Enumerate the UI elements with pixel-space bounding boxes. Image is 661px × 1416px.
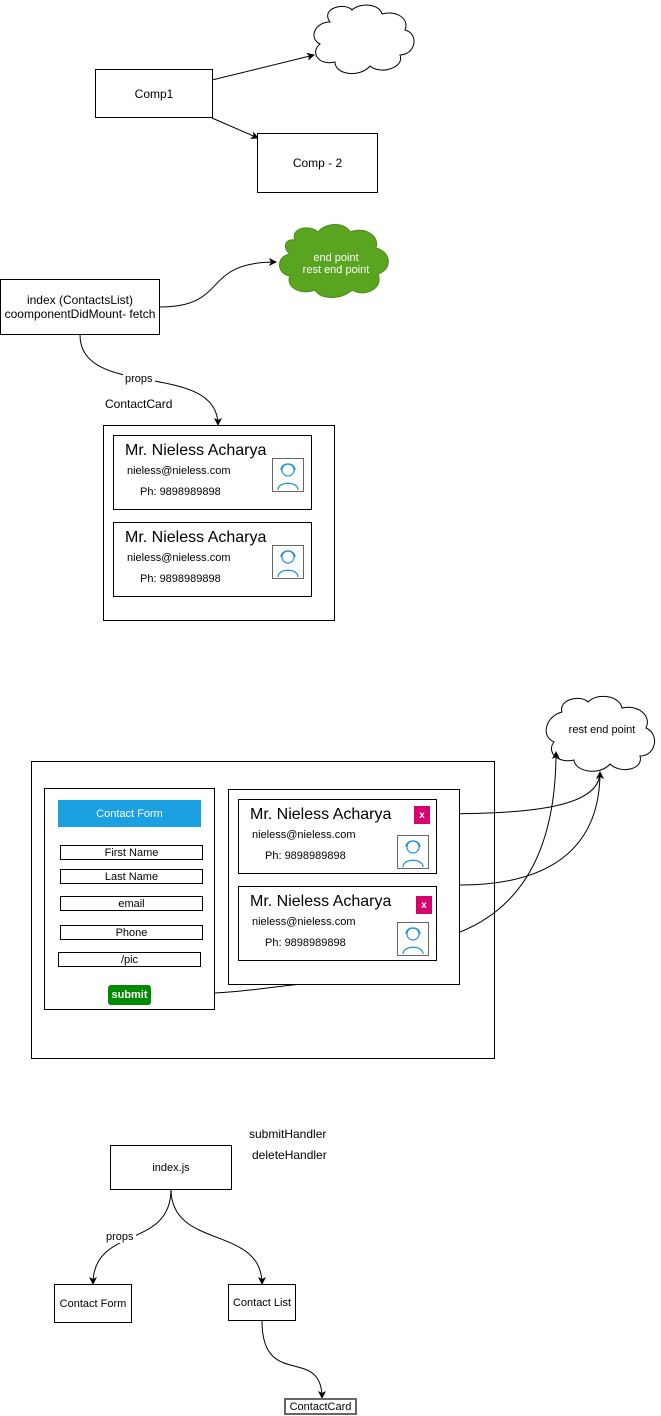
contactcard-box: ContactCard bbox=[284, 1398, 357, 1415]
props-label-2: props bbox=[104, 1231, 136, 1243]
comp1-label: Comp1 bbox=[134, 86, 174, 101]
contact-card: Mr. Nieless Acharya nieless@nieless.com … bbox=[238, 799, 437, 874]
phone-field[interactable]: Phone bbox=[60, 925, 203, 940]
contact-form-panel: Contact Form First Name Last Name email … bbox=[44, 788, 215, 1010]
contact-form-box: Contact Form bbox=[54, 1284, 132, 1323]
contactcard-box-label: ContactCard bbox=[289, 1400, 352, 1413]
contact-list-label: Contact List bbox=[232, 1296, 292, 1309]
submit-handler-label: submitHandler bbox=[249, 1127, 327, 1141]
contact-phone: Ph: 9898989898 bbox=[265, 937, 346, 949]
comp1-box: Comp1 bbox=[95, 69, 213, 118]
endpoint-line1: end point bbox=[313, 252, 359, 264]
avatar-icon bbox=[397, 922, 429, 956]
contact-name: Mr. Nieless Acharya bbox=[125, 529, 267, 546]
avatar-icon bbox=[272, 458, 304, 492]
contact-card: Mr. Nieless Acharya nieless@nieless.com … bbox=[113, 522, 312, 597]
endpoint-line2: rest end point bbox=[302, 264, 370, 276]
pic-field[interactable]: /pic bbox=[58, 952, 201, 967]
index-label-line2: coomponentDidMount- fetch bbox=[4, 307, 156, 321]
delete-handler-label: deleteHandler bbox=[252, 1148, 327, 1162]
comp2-box: Comp - 2 bbox=[257, 133, 378, 193]
first-name-field[interactable]: First Name bbox=[60, 845, 203, 860]
index-js-label: index.js bbox=[152, 1161, 190, 1174]
contactcard-label: ContactCard bbox=[105, 397, 173, 411]
contact-name: Mr. Nieless Acharya bbox=[250, 806, 392, 823]
contact-phone: Ph: 9898989898 bbox=[140, 486, 221, 498]
email-field[interactable]: email bbox=[60, 896, 203, 911]
comp2-label: Comp - 2 bbox=[292, 156, 343, 170]
cloud-shape-top bbox=[313, 4, 415, 74]
contact-form-label: Contact Form bbox=[59, 1297, 127, 1310]
contact-email: nieless@nieless.com bbox=[252, 916, 356, 928]
contact-name: Mr. Nieless Acharya bbox=[250, 893, 392, 910]
props-label: props bbox=[123, 373, 155, 385]
contact-phone: Ph: 9898989898 bbox=[265, 850, 346, 862]
app-frame bbox=[31, 761, 495, 1059]
avatar-icon bbox=[397, 835, 429, 869]
contact-email: nieless@nieless.com bbox=[127, 552, 231, 564]
last-name-field[interactable]: Last Name bbox=[60, 869, 203, 884]
endpoint-cloud-label: end point rest end point bbox=[286, 244, 386, 284]
contact-form-header: Contact Form bbox=[58, 800, 201, 827]
delete-button[interactable]: x bbox=[414, 806, 430, 824]
index-label-line1: index (ContactsList) bbox=[26, 293, 134, 307]
contact-card: Mr. Nieless Acharya nieless@nieless.com … bbox=[238, 886, 437, 961]
contact-email: nieless@nieless.com bbox=[252, 829, 356, 841]
index-js-box: index.js bbox=[110, 1145, 232, 1190]
delete-button[interactable]: x bbox=[416, 896, 432, 914]
contact-name: Mr. Nieless Acharya bbox=[125, 442, 267, 459]
avatar-icon bbox=[272, 545, 304, 579]
index-contactslist-box: index (ContactsList) coomponentDidMount-… bbox=[0, 279, 160, 335]
contact-email: nieless@nieless.com bbox=[127, 465, 231, 477]
rest-endpoint-cloud-label: rest end point bbox=[568, 724, 636, 736]
contact-phone: Ph: 9898989898 bbox=[140, 573, 221, 585]
contact-list-box: Contact List bbox=[228, 1284, 296, 1321]
contact-card: Mr. Nieless Acharya nieless@nieless.com … bbox=[113, 435, 312, 510]
submit-button[interactable]: submit bbox=[108, 985, 151, 1005]
